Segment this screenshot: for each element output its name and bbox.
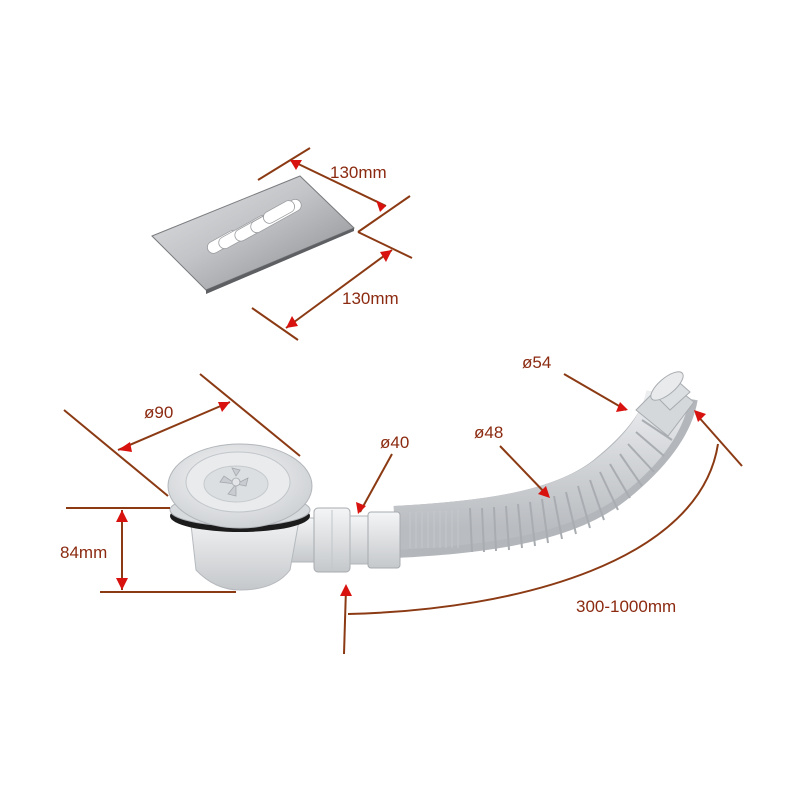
hose-end-cuff [635, 371, 695, 437]
flexible-hose [393, 371, 698, 558]
dimension-grate-depth: 130mm [251, 231, 413, 341]
drain-height-label: 84mm [60, 543, 107, 562]
dimension-outlet-diameter: ø40 [356, 433, 409, 514]
dimension-hose-end-diameter: ø54 [522, 353, 628, 412]
grate-depth-label: 130mm [342, 289, 399, 308]
drain-trap-body [167, 443, 313, 591]
outlet-diameter-label: ø40 [380, 433, 409, 452]
dimension-drain-height: 84mm [60, 507, 236, 593]
hose-length-label: 300-1000mm [576, 597, 676, 616]
dimension-grate-width: 130mm [257, 147, 411, 233]
drain-diameter-label: ø90 [144, 403, 173, 422]
grate-slot-icon [206, 198, 302, 254]
hose-end-diameter-label: ø54 [522, 353, 551, 372]
grate-width-label: 130mm [330, 163, 387, 182]
stainless-grate [151, 175, 355, 294]
hose-corrugation-icon [469, 419, 673, 553]
dimension-hose-diameter: ø48 [474, 423, 550, 498]
dimension-hose-length: 300-1000mm [340, 410, 743, 655]
dimension-drain-diameter: ø90 [63, 373, 301, 497]
hose-diameter-label: ø48 [474, 423, 503, 442]
strainer-cross-icon [219, 467, 249, 497]
